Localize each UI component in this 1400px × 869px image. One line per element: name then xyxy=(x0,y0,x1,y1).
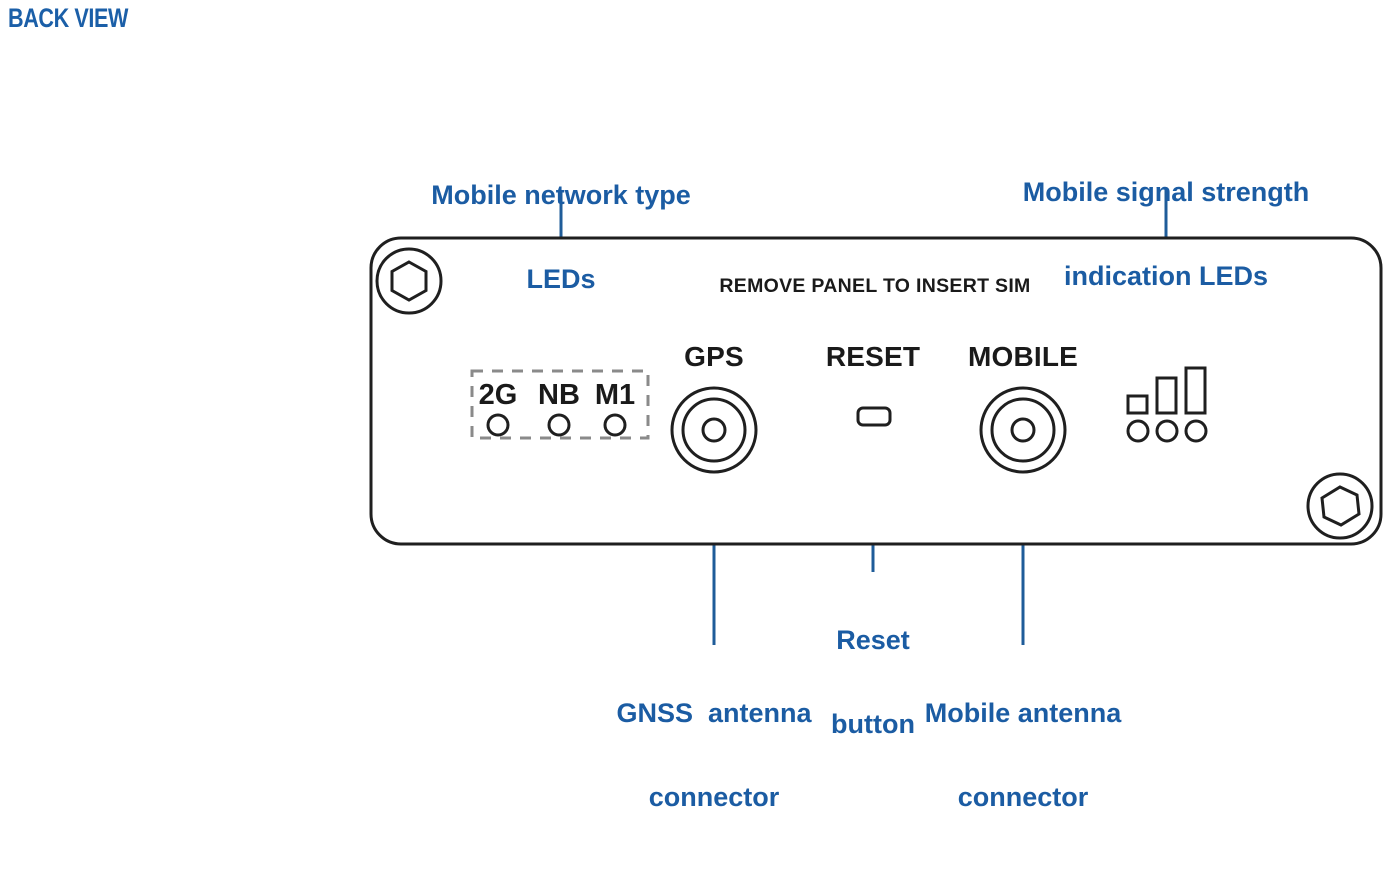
reset-port-label: RESET xyxy=(825,341,921,372)
led-label-2g: 2G xyxy=(478,379,518,411)
led-m1 xyxy=(603,413,627,437)
led-label-m1: M1 xyxy=(594,379,636,411)
led-2g xyxy=(486,413,510,437)
back-view-diagram: BACK VIEW xyxy=(8,3,1383,811)
gps-antenna-connector[interactable] xyxy=(670,386,758,474)
screw-hex-socket xyxy=(390,260,428,302)
led-label-nb: NB xyxy=(538,379,580,411)
mobile-port-label: MOBILE xyxy=(967,341,1079,372)
callout-mobile-signal-strength-leds: Mobile signal strength indication LEDs xyxy=(1011,122,1321,347)
callout-line-2: LEDs xyxy=(526,264,596,295)
led-nb xyxy=(547,413,571,437)
gps-port-label: GPS xyxy=(684,341,744,372)
screw-top-left xyxy=(375,247,443,315)
device-body-outline xyxy=(369,236,1383,546)
callout-line-1: Mobile antenna xyxy=(924,698,1122,729)
callout-line-1: Mobile network type xyxy=(431,180,691,211)
signal-bar-1 xyxy=(1126,394,1149,415)
callout-mobile-antenna-connector: Mobile antenna connector xyxy=(903,643,1143,868)
signal-bar-2 xyxy=(1155,376,1178,415)
signal-strength-bars xyxy=(1126,366,1207,415)
remove-panel-instruction: REMOVE PANEL TO INSERT SIM xyxy=(719,275,1031,297)
callout-mobile-network-type-leds: Mobile network type LEDs xyxy=(411,125,711,350)
screw-hex-socket xyxy=(1320,485,1361,527)
screw-bottom-right xyxy=(1306,472,1374,540)
signal-led-1 xyxy=(1126,419,1150,443)
callout-line-2: indication LEDs xyxy=(1063,261,1269,292)
signal-bar-3 xyxy=(1184,366,1207,415)
device-artwork xyxy=(369,188,1383,645)
callout-line-2: connector xyxy=(957,782,1089,813)
signal-led-2 xyxy=(1155,419,1179,443)
mobile-antenna-connector[interactable] xyxy=(979,386,1067,474)
network-type-led-group-box xyxy=(470,369,650,440)
gps-connector-center-pin xyxy=(701,417,727,443)
page-title: BACK VIEW xyxy=(8,3,128,33)
reset-button[interactable] xyxy=(856,406,892,427)
network-type-led-indicators xyxy=(486,413,627,437)
signal-strength-led-indicators xyxy=(1126,419,1208,443)
signal-led-3 xyxy=(1184,419,1208,443)
callout-line-1: Mobile signal strength xyxy=(1022,177,1310,208)
callout-line-1: Reset xyxy=(836,625,910,656)
mobile-connector-center-pin xyxy=(1010,417,1036,443)
